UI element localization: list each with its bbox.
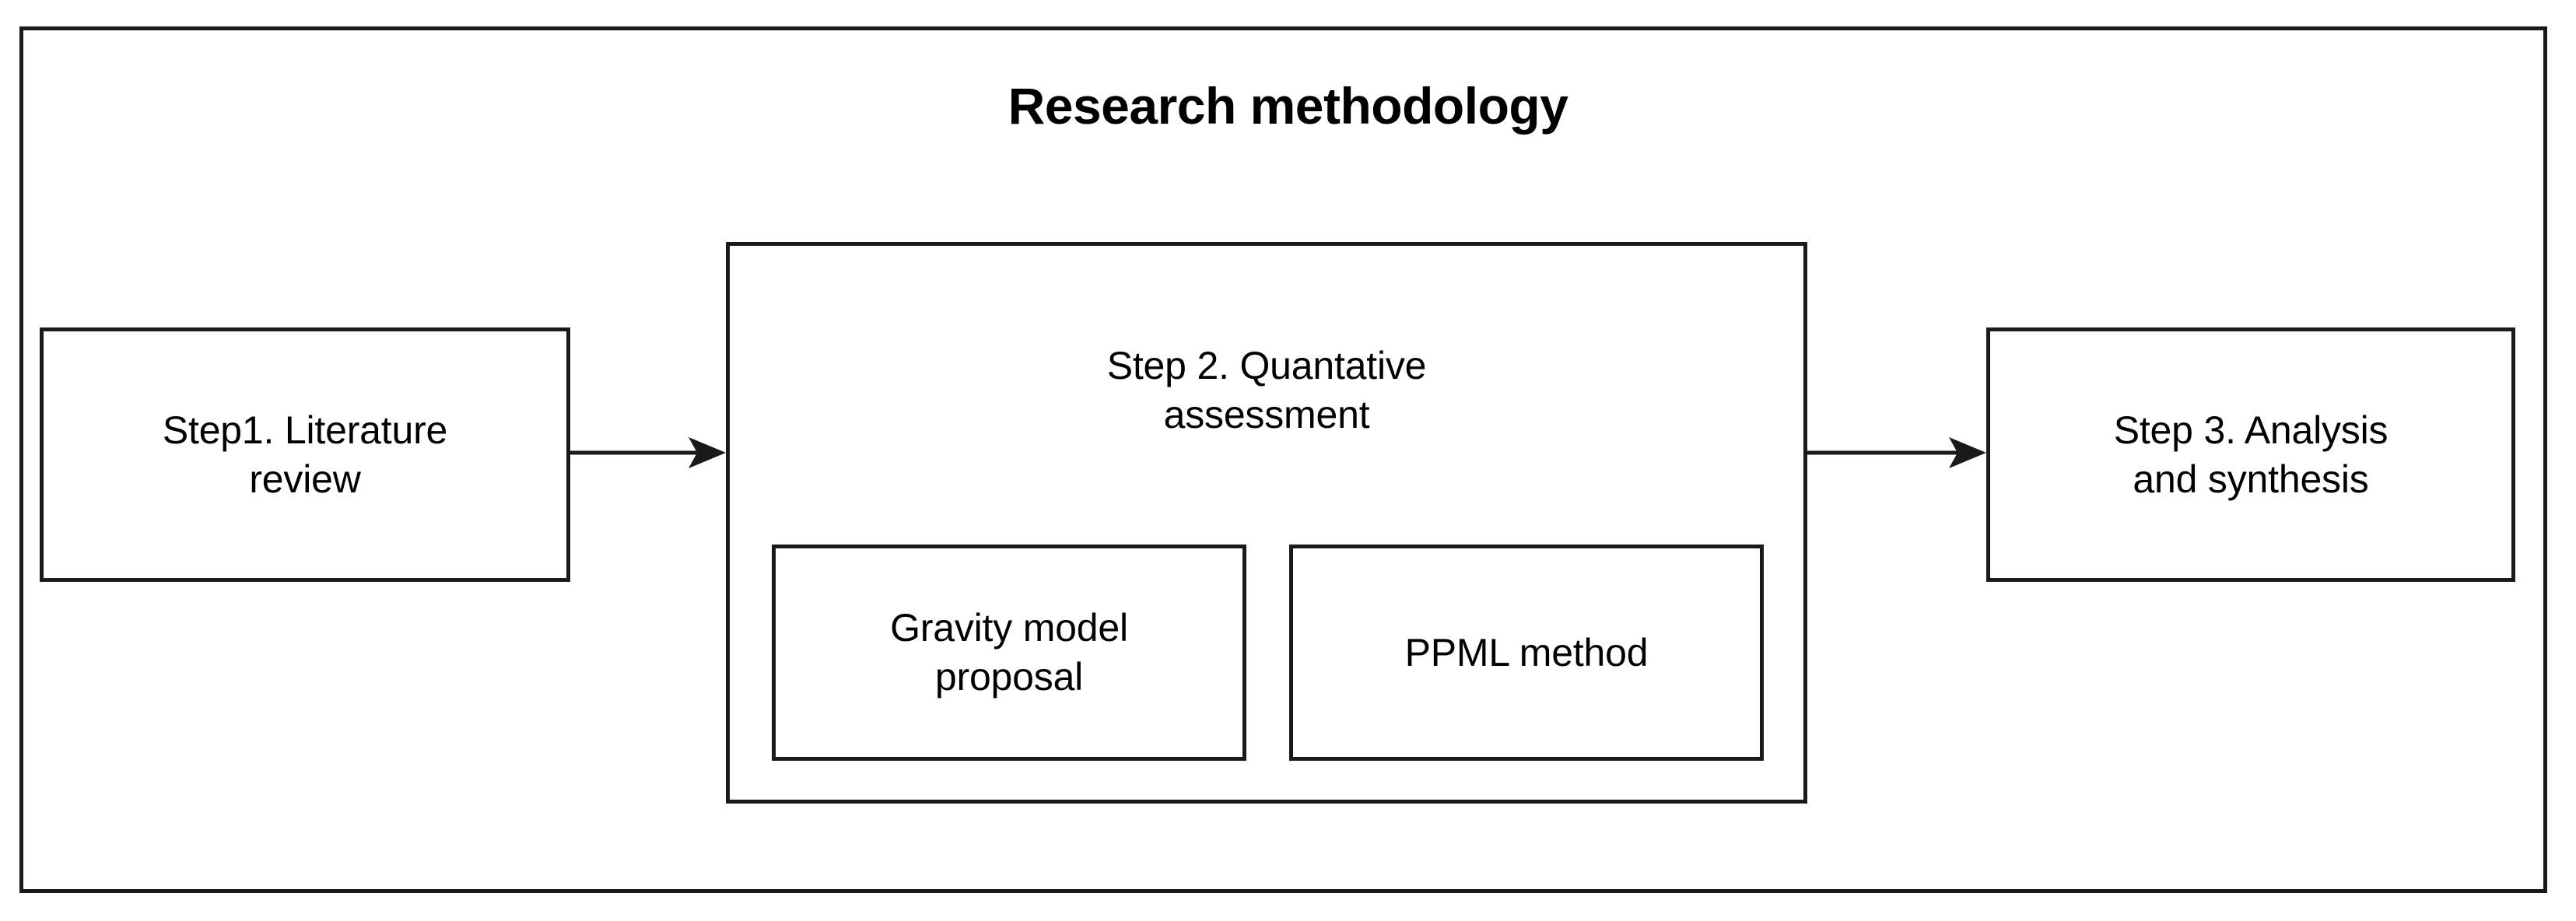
- step3-label-line1: Step 3. Analysis: [2113, 408, 2388, 452]
- step1-label: Step1. Literature review: [152, 406, 458, 504]
- step3-box[interactable]: Step 3. Analysis and synthesis: [1986, 327, 2515, 582]
- step2-label: Step 2. Quantative assessment: [730, 341, 1803, 439]
- arrow-step1-to-step2: [570, 437, 726, 468]
- step1-label-line2: review: [249, 457, 361, 501]
- step2-label-line2: assessment: [1163, 393, 1370, 436]
- gravity-model-box[interactable]: Gravity model proposal: [772, 545, 1246, 761]
- page-title: Research methodology: [1008, 77, 1568, 135]
- step1-box[interactable]: Step1. Literature review: [40, 327, 570, 582]
- ppml-method-label: PPML method: [1404, 630, 1649, 674]
- gravity-model-label-line1: Gravity model: [890, 606, 1128, 650]
- arrow-step2-to-step3: [1807, 437, 1986, 468]
- ppml-method-box[interactable]: PPML method: [1289, 545, 1764, 761]
- gravity-model-label: Gravity model proposal: [879, 604, 1139, 702]
- step3-label: Step 3. Analysis and synthesis: [2103, 406, 2399, 504]
- step3-label-line2: and synthesis: [2133, 457, 2369, 501]
- gravity-model-label-line2: proposal: [934, 655, 1084, 699]
- step1-label-line1: Step1. Literature: [162, 408, 448, 452]
- step2-label-line1: Step 2. Quantative: [1106, 344, 1427, 387]
